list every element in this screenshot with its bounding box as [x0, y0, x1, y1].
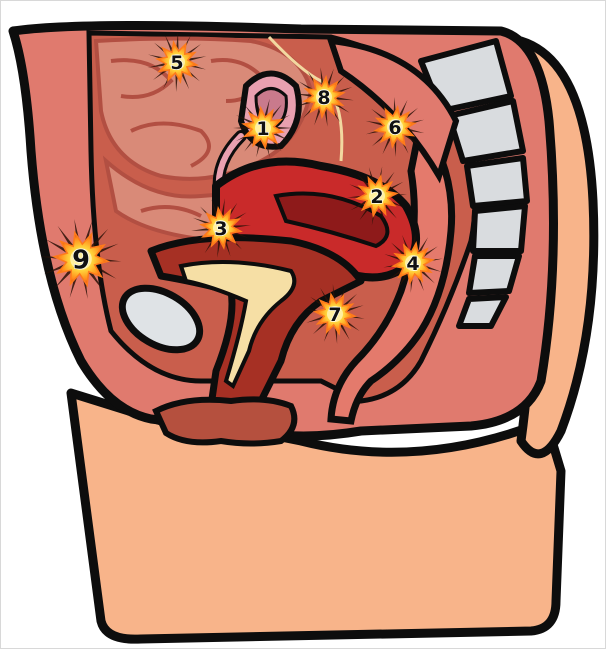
labia — [156, 399, 294, 443]
marker-label: 8 — [317, 87, 330, 109]
marker-label: 3 — [214, 218, 227, 240]
marker-label: 4 — [406, 253, 419, 275]
marker-label: 6 — [388, 117, 401, 139]
marker-label: 2 — [370, 186, 383, 208]
marker-label: 1 — [256, 118, 269, 140]
marker-label: 9 — [72, 245, 90, 275]
marker-label: 7 — [328, 304, 341, 326]
marker-label: 5 — [170, 52, 183, 74]
